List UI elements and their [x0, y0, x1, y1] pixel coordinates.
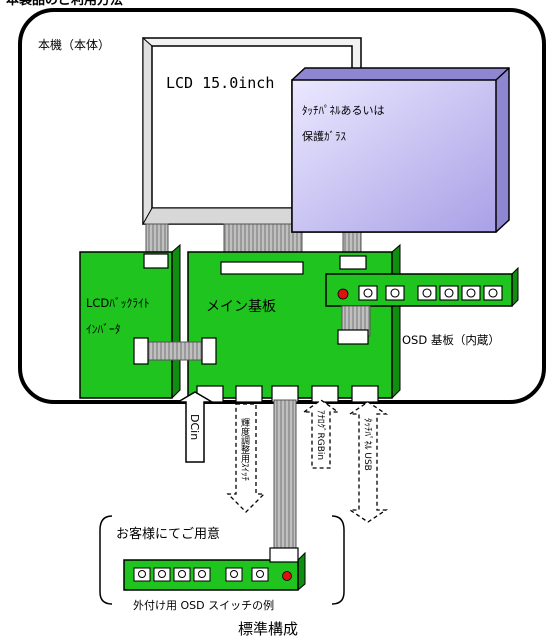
external-osd-connector — [269, 547, 299, 563]
touch-panel-label-line1: ﾀｯﾁﾊﾟﾈﾙあるいは — [302, 104, 385, 117]
osd-board — [325, 266, 519, 307]
lcd-connector — [220, 261, 304, 275]
osd-main-connector — [337, 329, 369, 345]
analog-rgb-arrow — [301, 399, 341, 469]
lcd-label: LCD 15.0inch — [166, 74, 275, 92]
touch-panel-label-line2: 保護ｶﾞﾗｽ — [302, 130, 346, 143]
brightness-arrow — [226, 403, 266, 513]
bracket-right — [331, 515, 345, 605]
header-text: 本製品のご利用方法 — [6, 0, 124, 8]
main-board-label: メイン基板 — [206, 299, 276, 315]
customer-prepare-label: お客様にてご用意 — [116, 527, 221, 542]
analog-rgb-label: ｱﾅﾛｸﾞRGBin — [315, 410, 325, 461]
backlight-cable — [145, 223, 169, 255]
dcin-label: DCin — [188, 414, 201, 441]
inverter-label-line2: ｲﾝﾊﾞｰﾀ — [86, 322, 121, 336]
dcin-arrow — [175, 391, 215, 463]
brightness-switch-label: 輝度調整用ｽｲｯﾁ — [239, 418, 249, 482]
touch-panel — [291, 67, 510, 233]
external-osd-cable — [273, 399, 297, 553]
unit-label: 本機（本体） — [38, 38, 111, 52]
inverter-link-connector-left — [133, 337, 149, 365]
external-osd-board — [123, 551, 306, 591]
inverter-label-line1: LCDﾊﾞｯｸﾗｲﾄ — [86, 296, 150, 310]
bracket-left — [99, 515, 113, 605]
main-board-ports — [196, 385, 379, 403]
diagram-caption: 標準構成 — [238, 620, 299, 638]
touch-connector — [339, 255, 367, 270]
touch-usb-label: ﾀｯﾁﾊﾟﾈﾙ USB — [362, 418, 372, 471]
external-osd-label: 外付け用 OSD スイッチの例 — [130, 597, 278, 613]
osd-board-label: OSD 基板（内蔵） — [402, 333, 500, 347]
inverter-link-connector-right — [201, 337, 217, 365]
touch-usb-arrow — [347, 401, 389, 523]
osd-led — [337, 288, 349, 300]
inverter-connector — [143, 253, 169, 269]
